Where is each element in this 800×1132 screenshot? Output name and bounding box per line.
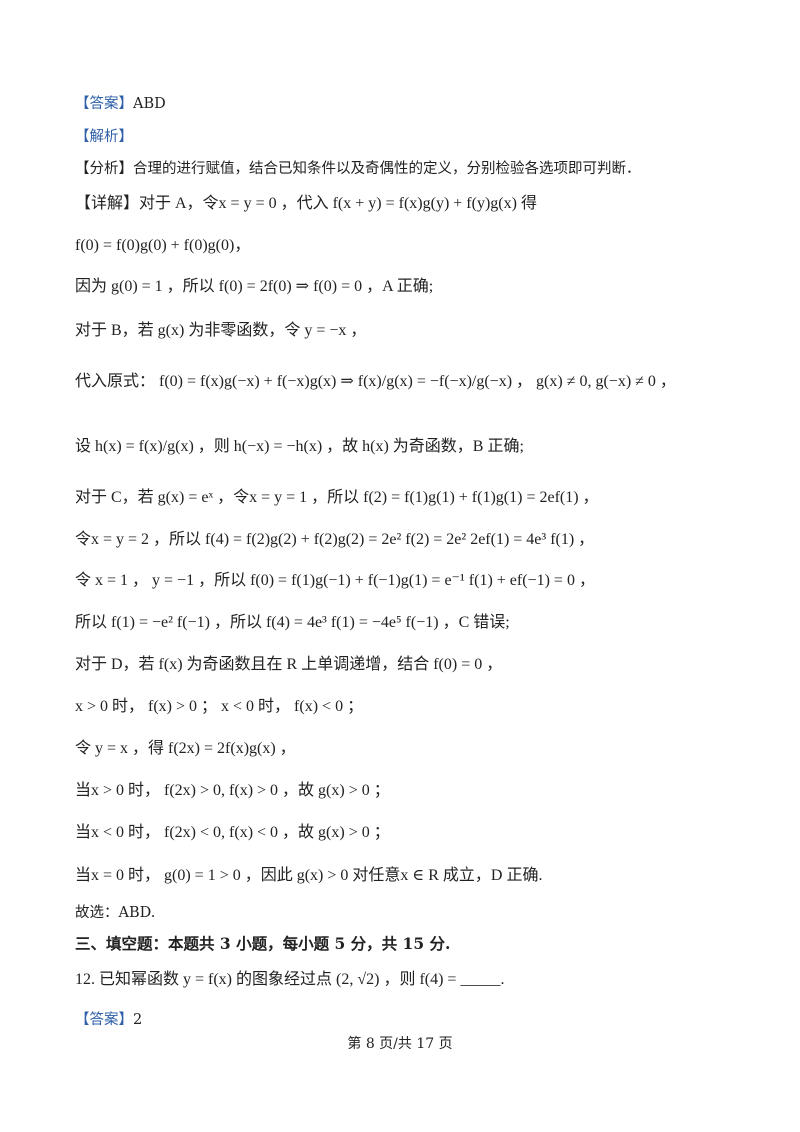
detail-line-b: 对于 B，若 g(x) 为非零函数，令 y = −x ， bbox=[75, 322, 367, 339]
section-heading: 三、填空题：本题共 3 小题，每小题 5 分，共 15 分. bbox=[75, 934, 451, 953]
eq-line-6: 令 x = 1 ， y = −1 ，所以 f(0) = f(1)g(−1) + … bbox=[75, 572, 595, 589]
answer-line-12: 【答案】2 bbox=[75, 1010, 760, 1030]
eq-line-10: 当x > 0 时， f(2x) > 0, f(x) > 0 ，故 g(x) > … bbox=[75, 782, 390, 799]
eq-line-4: 设 h(x) = f(x)/g(x) ，则 h(−x) = −h(x) ，故 h… bbox=[75, 438, 524, 455]
answer-tag-12: 【答案】 bbox=[75, 1012, 133, 1028]
page-footer: 第 8 页/共 17 页 bbox=[347, 1036, 453, 1052]
choice-line: 故选：ABD. bbox=[75, 905, 156, 921]
answer-line: 【答案】ABD bbox=[75, 94, 760, 114]
fenxi-line: 【分析】合理的进行赋值，结合已知条件以及奇偶性的定义，分别检验各选项即可判断． bbox=[75, 161, 641, 177]
eq-line-2: 因为 g(0) = 1 ，所以 f(0) = 2f(0) ⇒ f(0) = 0 … bbox=[75, 278, 434, 295]
analysis-tag: 【解析】 bbox=[75, 129, 133, 145]
detail-line-d: 对于 D，若 f(x) 为奇函数且在 R 上单调递增，结合 f(0) = 0 ， bbox=[75, 656, 503, 673]
detail-line-a: 【详解】对于 A，令x = y = 0 ，代入 f(x + y) = f(x)g… bbox=[75, 195, 537, 212]
answer-text: ABD bbox=[133, 96, 166, 112]
eq-line-3: 代入原式： f(0) = f(x)g(−x) + f(−x)g(x) ⇒ f(x… bbox=[75, 373, 676, 390]
answer-text-12: 2 bbox=[133, 1012, 143, 1028]
answer-tag: 【答案】 bbox=[75, 96, 133, 112]
eq-line-5: 令x = y = 2 ，所以 f(4) = f(2)g(2) + f(2)g(2… bbox=[75, 531, 595, 548]
eq-line-12: 当x = 0 时， g(0) = 1 > 0 ，因此 g(x) > 0 对任意x… bbox=[75, 867, 543, 884]
eq-line-1: f(0) = f(0)g(0) + f(0)g(0)， bbox=[75, 237, 251, 254]
eq-line-7: 所以 f(1) = −e² f(−1) ，所以 f(4) = 4e³ f(1) … bbox=[75, 614, 510, 631]
eq-line-8: x > 0 时， f(x) > 0 ； x < 0 时， f(x) < 0 ； bbox=[75, 698, 364, 715]
analysis-line: 【解析】 bbox=[75, 127, 760, 147]
detail-line-c: 对于 C，若 g(x) = eˣ ，令x = y = 1 ，所以 f(2) = … bbox=[75, 489, 599, 506]
eq-line-11: 当x < 0 时， f(2x) < 0, f(x) < 0 ，故 g(x) > … bbox=[75, 824, 390, 841]
eq-line-9: 令 y = x ，得 f(2x) = 2f(x)g(x) ， bbox=[75, 740, 296, 757]
question-12: 12. 已知幂函数 y = f(x) 的图象经过点 (2, √2) ，则 f(4… bbox=[75, 971, 505, 988]
